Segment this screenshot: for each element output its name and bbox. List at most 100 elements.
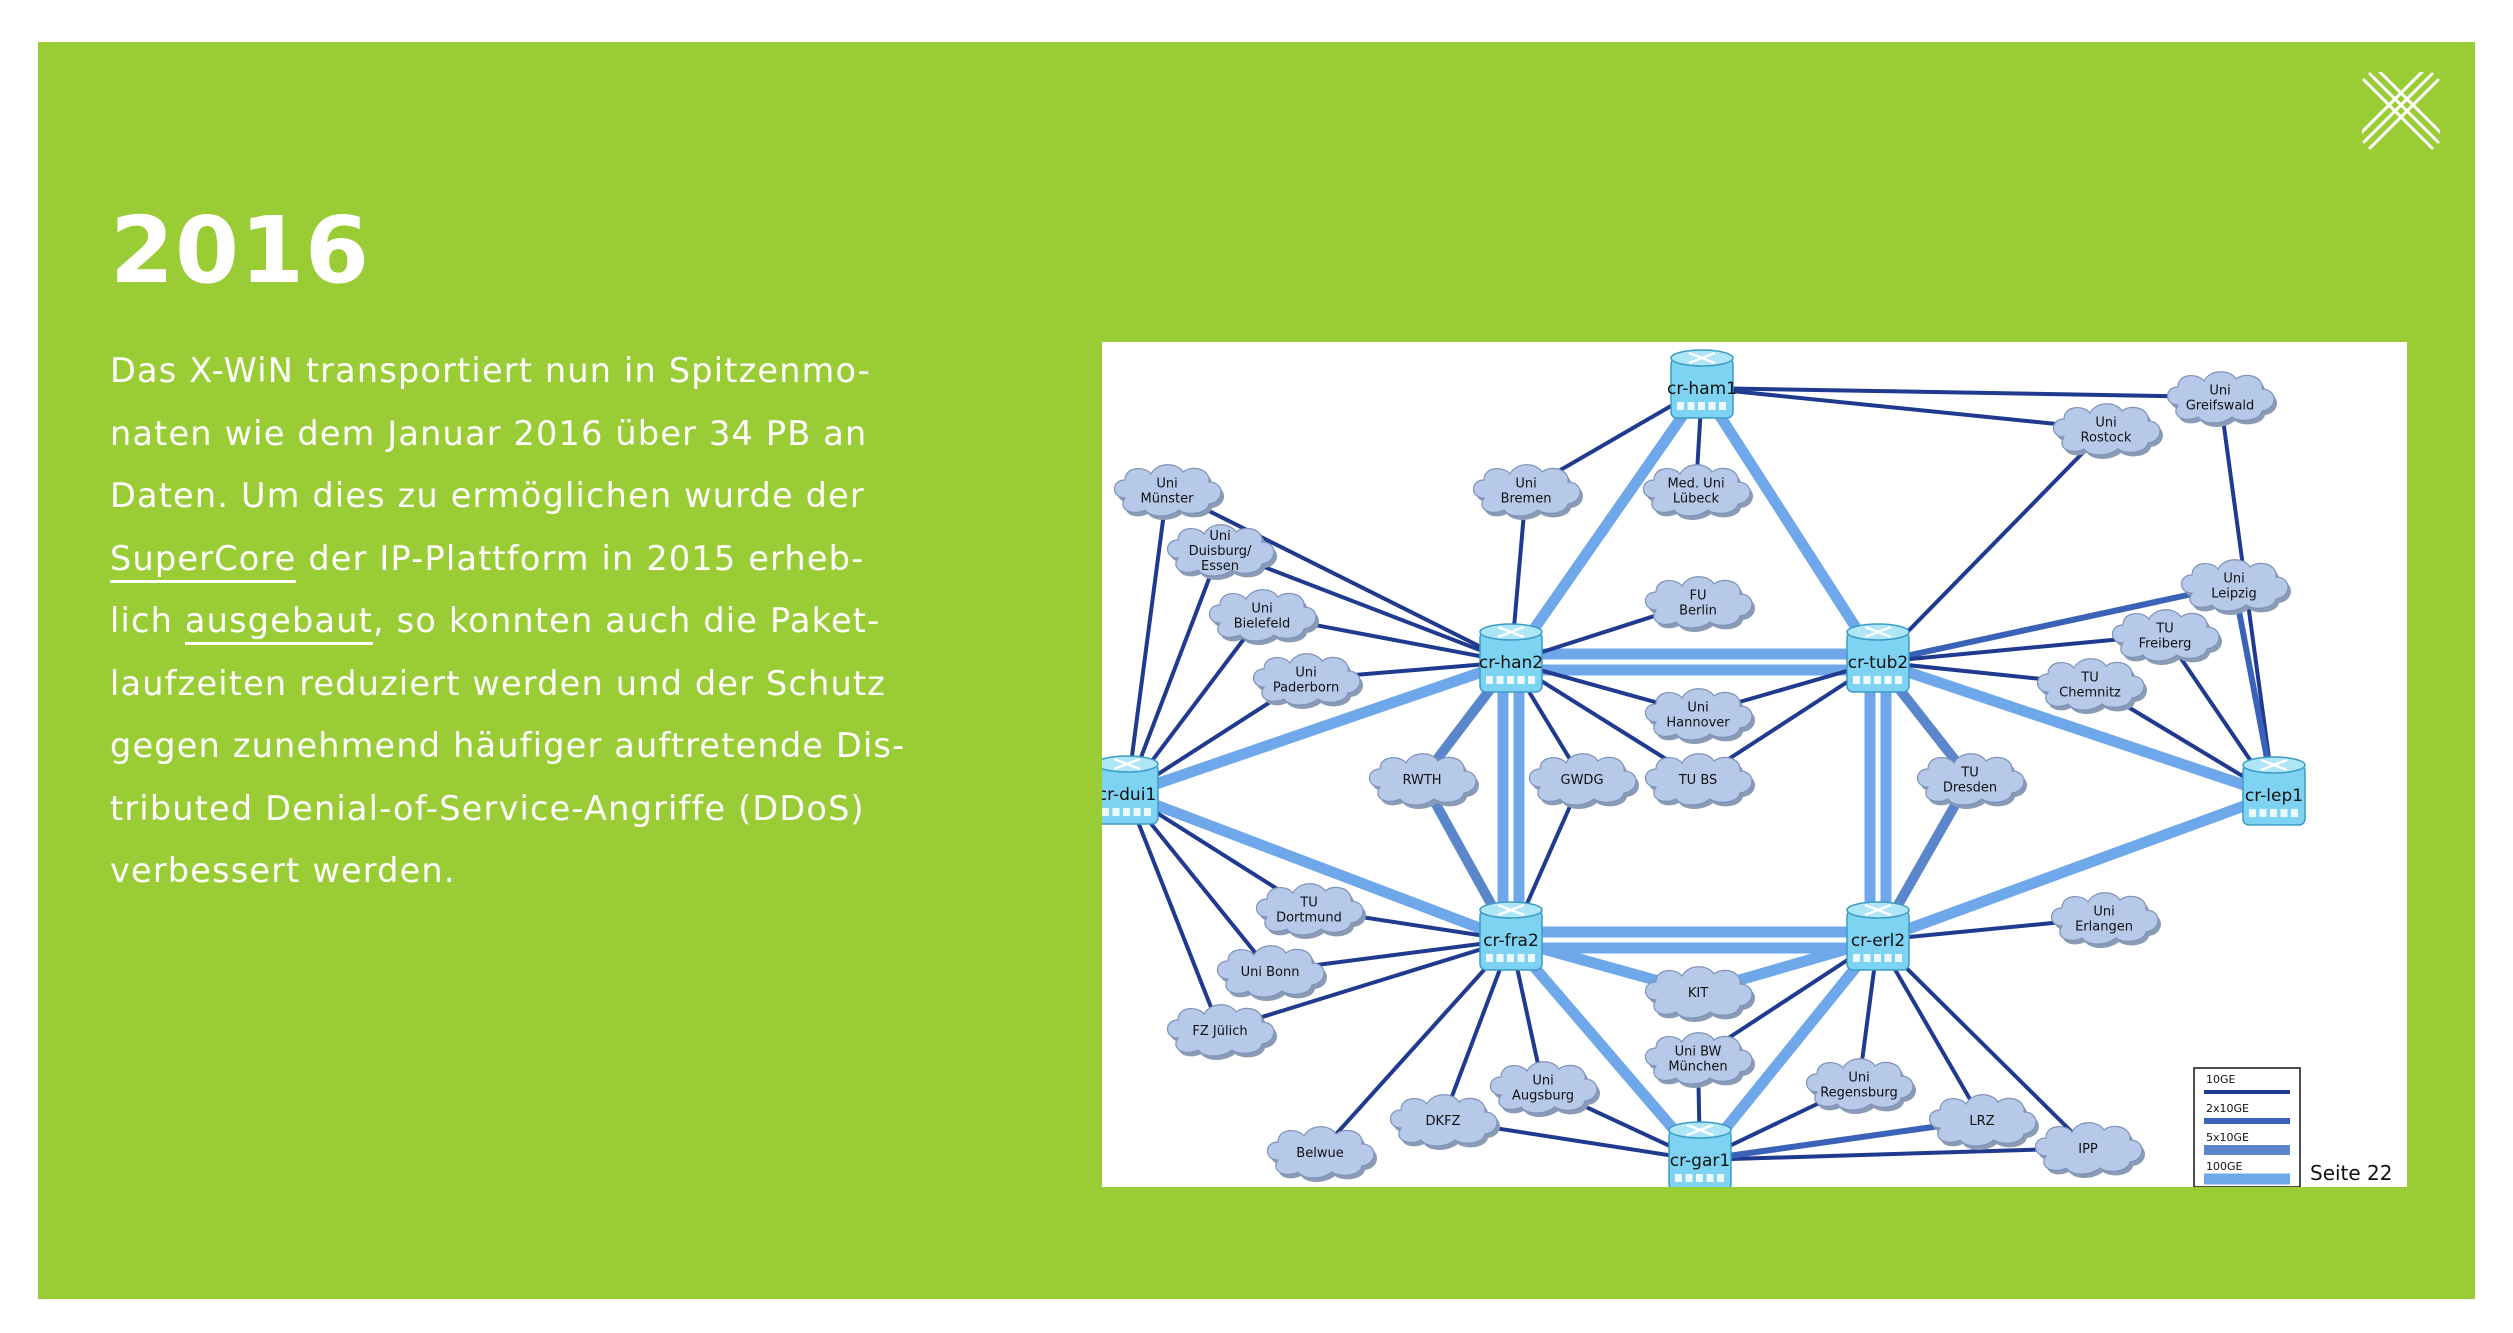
router-han2: cr-han2 [1479,623,1543,693]
description-text-segment: lich [110,601,185,640]
site-lrz: LRZ [1928,1094,2039,1150]
router-port [1717,1174,1724,1182]
router-port [1486,954,1493,962]
router-port [1517,954,1525,962]
cloud-icon [1216,945,1325,998]
router-fra2: cr-fra2 [1479,901,1543,971]
site-bonn: Uni Bonn [1216,945,1327,1001]
site-label: Belwue [1296,1146,1343,1161]
site-label: Augsburg [1512,1089,1574,1104]
cloud-icon [2034,1122,2143,1175]
router-arrows-icon [1864,903,1892,917]
cloud-icon [1368,753,1477,806]
router-port [2270,809,2277,817]
site-ipp: IPP [2034,1122,2145,1178]
link-fra2-juelich [1219,938,1512,1032]
router-port [1687,402,1695,410]
site-dkfz: DKFZ [1389,1094,1500,1150]
router-arrows-icon [1497,625,1525,639]
router-port [2259,809,2267,817]
site-label: FU [1690,589,1707,604]
close-button[interactable] [2356,66,2446,150]
site-rwth: RWTH [1368,753,1479,809]
description-text-segment: gegen zunehmend häufiger auftretende Dis… [110,726,906,765]
description-line: lich ausgebaut, so konnten auch die Pake… [110,590,960,653]
link-dui1-fra2 [1125,788,1513,946]
cloud-icon [2052,403,2161,456]
router-arrows-icon [1686,1123,1714,1137]
site-label: Berlin [1679,604,1717,619]
site-label: Leipzig [2211,587,2257,602]
router-ham1: cr-ham1 [1667,349,1737,419]
site-label: Uni [1532,1074,1553,1089]
legend-box [2193,1067,2301,1187]
site-tubs: TU BS [1644,753,1755,809]
link-fra2-belwue [1318,938,1513,1154]
page-number: Seite 22 [2310,1161,2393,1185]
link-ham1-han2 [1506,384,1707,666]
site-label: Uni [1848,1071,1869,1086]
description-text-segment: Daten. Um dies zu ermöglichen wurde der [110,476,865,515]
router-port [1144,808,1151,816]
router-tub2: cr-tub2 [1846,623,1910,693]
site-label: Münster [1141,492,1195,507]
link-erl2-gar1 [1695,936,1883,1164]
router-erl2: cr-erl2 [1846,901,1910,971]
site-label: Uni Bonn [1241,965,1300,980]
site-label: Hannover [1666,716,1730,731]
router-label: cr-dui1 [1102,785,1156,805]
network-topology-svg: UniMünsterUniDuisburg/EssenUniBielefeldU… [1102,349,2393,1187]
description-line: Daten. Um dies zu ermöglichen wurde der [110,465,960,528]
router-port [1507,676,1514,684]
site-label: Uni [2095,416,2116,431]
site-label: Rostock [2081,431,2132,446]
site-label: Paderborn [1273,681,1339,696]
link-supercore[interactable]: SuperCore [110,538,297,583]
description-text-segment: naten wie dem Januar 2016 über 34 PB an [110,413,868,453]
link-ham1-greifswald [1701,386,2221,399]
site-label: Bremen [1501,492,1552,507]
description-text-segment: laufzeiten reduziert werden und der Schu… [110,663,887,703]
router-label: cr-gar1 [1670,1151,1730,1171]
site-label: Essen [1201,559,1239,574]
site-label: Duisburg/ [1189,544,1252,559]
link-ham1-tub2 [1697,385,1883,665]
link-tub2-rostock [1876,427,2108,664]
router-arrows-icon [1688,351,1716,365]
link-han2-muenster [1166,488,1512,664]
description-text-segment: tributed Denial-of-Service-Angriffe (DDo… [110,788,865,828]
site-label: Uni [1295,666,1316,681]
router-port [1486,676,1493,684]
router-port [1528,676,1535,684]
link-ausgebaut[interactable]: ausgebaut [184,601,373,645]
router-port [1874,954,1881,962]
cloud-icon [1489,1061,1598,1114]
router-port [1698,402,1705,410]
link-erl2-lep1 [1876,789,2276,946]
link-erl2-ipp [1876,938,2090,1150]
router-port [1863,676,1871,684]
router-port [1685,1174,1693,1182]
cloud-icon [1166,524,1275,577]
router-port [1853,954,1860,962]
legend-label: 10GE [2206,1073,2236,1086]
link-gar1-ipp [1699,1146,2089,1162]
site-label: Dortmund [1276,911,1342,926]
cloud-icon [1644,688,1753,741]
site-label: TU BS [1678,773,1718,788]
router-arrows-icon [1113,757,1141,771]
description-line: tributed Denial-of-Service-Angriffe (DDo… [110,778,960,841]
description-line: laufzeiten reduziert werden und der Schu… [110,653,960,716]
year-heading: 2016 [110,197,371,304]
site-label: Lübeck [1673,492,1720,507]
description-text-segment: Das X-WiN transportiert nun in Spitzenmo… [110,351,872,390]
